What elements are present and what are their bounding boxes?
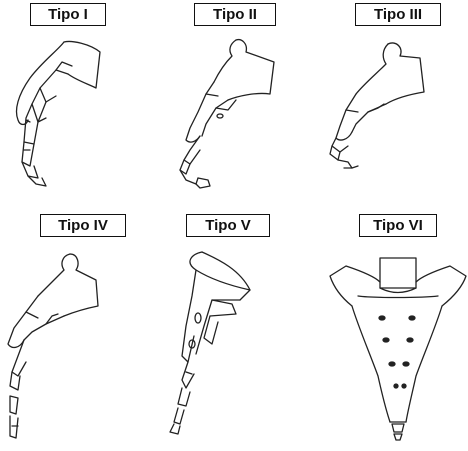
sacrum-sketch-tipo-4 [7,253,99,439]
panel-label: Tipo III [355,3,441,26]
panel-tipo-3: Tipo III [312,0,468,225]
panel-tipo-2: Tipo II [156,0,312,225]
panel-tipo-5: Tipo V [156,214,312,451]
panel-tipo-1: Tipo I [0,0,156,225]
panel-label: Tipo I [30,3,106,26]
sacrum-sketch-tipo-5 [169,251,251,435]
sacrum-sketch-tipo-3 [329,42,425,169]
panel-label: Tipo VI [359,214,437,237]
panel-tipo-6: Tipo VI [312,214,468,451]
panel-label: Tipo V [186,214,270,237]
panel-label: Tipo II [194,3,276,26]
sacrum-sketch-tipo-6 [329,257,467,441]
sacrum-sketch-tipo-2 [179,38,275,189]
sacrum-sketch-tipo-1 [15,40,101,187]
panel-tipo-4: Tipo IV [0,214,156,451]
panel-label: Tipo IV [40,214,126,237]
